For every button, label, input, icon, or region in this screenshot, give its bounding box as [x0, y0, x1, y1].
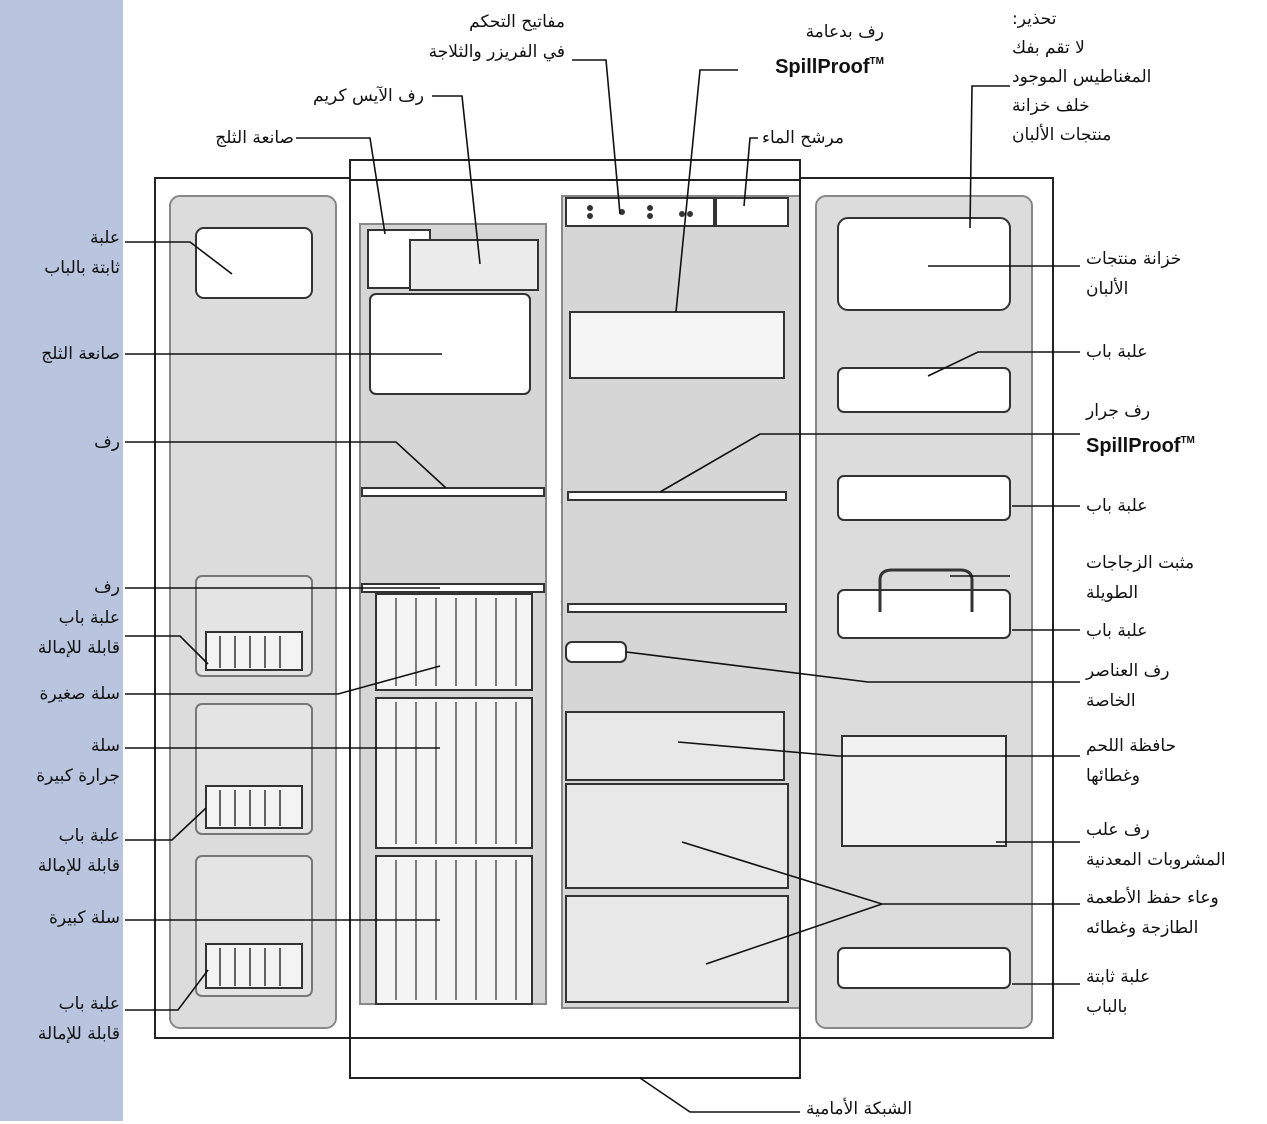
label-tilt-bin-2: علبة باب قابلة للإمالة: [37, 826, 120, 876]
label-large-basket: سلة كبيرة: [48, 908, 120, 928]
label-door-bin-3: علبة باب: [1086, 621, 1148, 641]
label-spillproof-slide: رف جرار SpillProofTM: [1086, 396, 1195, 461]
label-water-filter: مرشح الماء: [762, 128, 845, 148]
label-specialty-shelf: رف العناصر الخاصة: [1086, 661, 1170, 711]
spillproof-slide-shelf: [567, 491, 787, 501]
label-tilt-bin-1: علبة باب قابلة للإمالة: [37, 608, 120, 658]
label-tilt-bin-3: علبة باب قابلة للإمالة: [37, 994, 120, 1044]
specialty-shelf: [565, 641, 627, 663]
tilt-bin-3: [205, 943, 303, 989]
label-grille: الشبكة الأمامية: [806, 1099, 913, 1119]
label-small-basket: سلة صغيرة: [39, 684, 120, 704]
ice-bin: [369, 293, 531, 395]
door-bin-3: [837, 589, 1011, 639]
label-dairy-compartment: خزانة منتجات الألبان: [1086, 249, 1182, 299]
front-grille: [349, 1037, 801, 1079]
water-filter: [715, 197, 789, 227]
dairy-compartment: [837, 217, 1011, 311]
ice-cream-shelf: [409, 239, 539, 291]
small-basket: [375, 593, 533, 691]
label-shelf-2: رف: [94, 577, 120, 597]
label-ice-maker-top: صانعة الثلج: [215, 128, 294, 148]
door-bin-2: [837, 475, 1011, 521]
fixed-door-bin-left: [195, 227, 313, 299]
label-ice-maker-left: صانعة الثلج: [41, 344, 120, 364]
sidebar-band: [0, 0, 123, 1121]
label-ice-cream-shelf: رف الآيس كريم: [313, 86, 424, 106]
door-bin-1: [837, 367, 1011, 413]
label-large-slide-basket: سلة جرارة كبيرة: [36, 736, 120, 786]
cabinet-top: [349, 159, 801, 181]
label-warning: تحذير: لا تقم بفك المغناطيس الموجود خلف …: [1012, 9, 1152, 145]
label-door-bin-2: علبة باب: [1086, 496, 1148, 516]
crisper-2: [565, 895, 789, 1003]
label-tall-bottle-retainer: مثبت الزجاجات الطويلة: [1086, 553, 1195, 603]
tilt-bin-1: [205, 631, 303, 671]
brand-spillproof-1: SpillProofTM: [775, 56, 884, 78]
can-rack: [841, 735, 1007, 847]
brand-spillproof-2: SpillProofTM: [1086, 435, 1195, 457]
label-shelf-1: رف: [94, 432, 120, 452]
fixed-door-bin-right: [837, 947, 1011, 989]
label-controls: مفاتيح التحكم في الفريزر والثلاجة: [428, 12, 565, 62]
label-crisper: وعاء حفظ الأطعمة الطازجة وغطائه: [1086, 888, 1219, 938]
label-spillproof-support: رف بدعامة SpillProofTM: [775, 17, 884, 82]
label-door-bin-1: علبة باب: [1086, 342, 1148, 362]
large-slide-basket: [375, 697, 533, 849]
label-fixed-bin-right: علبة ثابتة بالباب: [1086, 967, 1151, 1017]
crisper-1: [565, 783, 789, 889]
spillproof-shelf: [569, 311, 785, 379]
label-meat-drawer: حافظة اللحم وغطائها: [1086, 736, 1177, 786]
tilt-bin-2: [205, 785, 303, 829]
label-can-rack: رف علب المشروبات المعدنية: [1086, 820, 1226, 870]
shelf-3: [567, 603, 787, 613]
label-door-bin-fixed-left: علبة ثابتة بالباب: [44, 228, 120, 278]
freezer-shelf-1: [361, 487, 545, 497]
meat-drawer: [565, 711, 785, 781]
large-basket: [375, 855, 533, 1005]
